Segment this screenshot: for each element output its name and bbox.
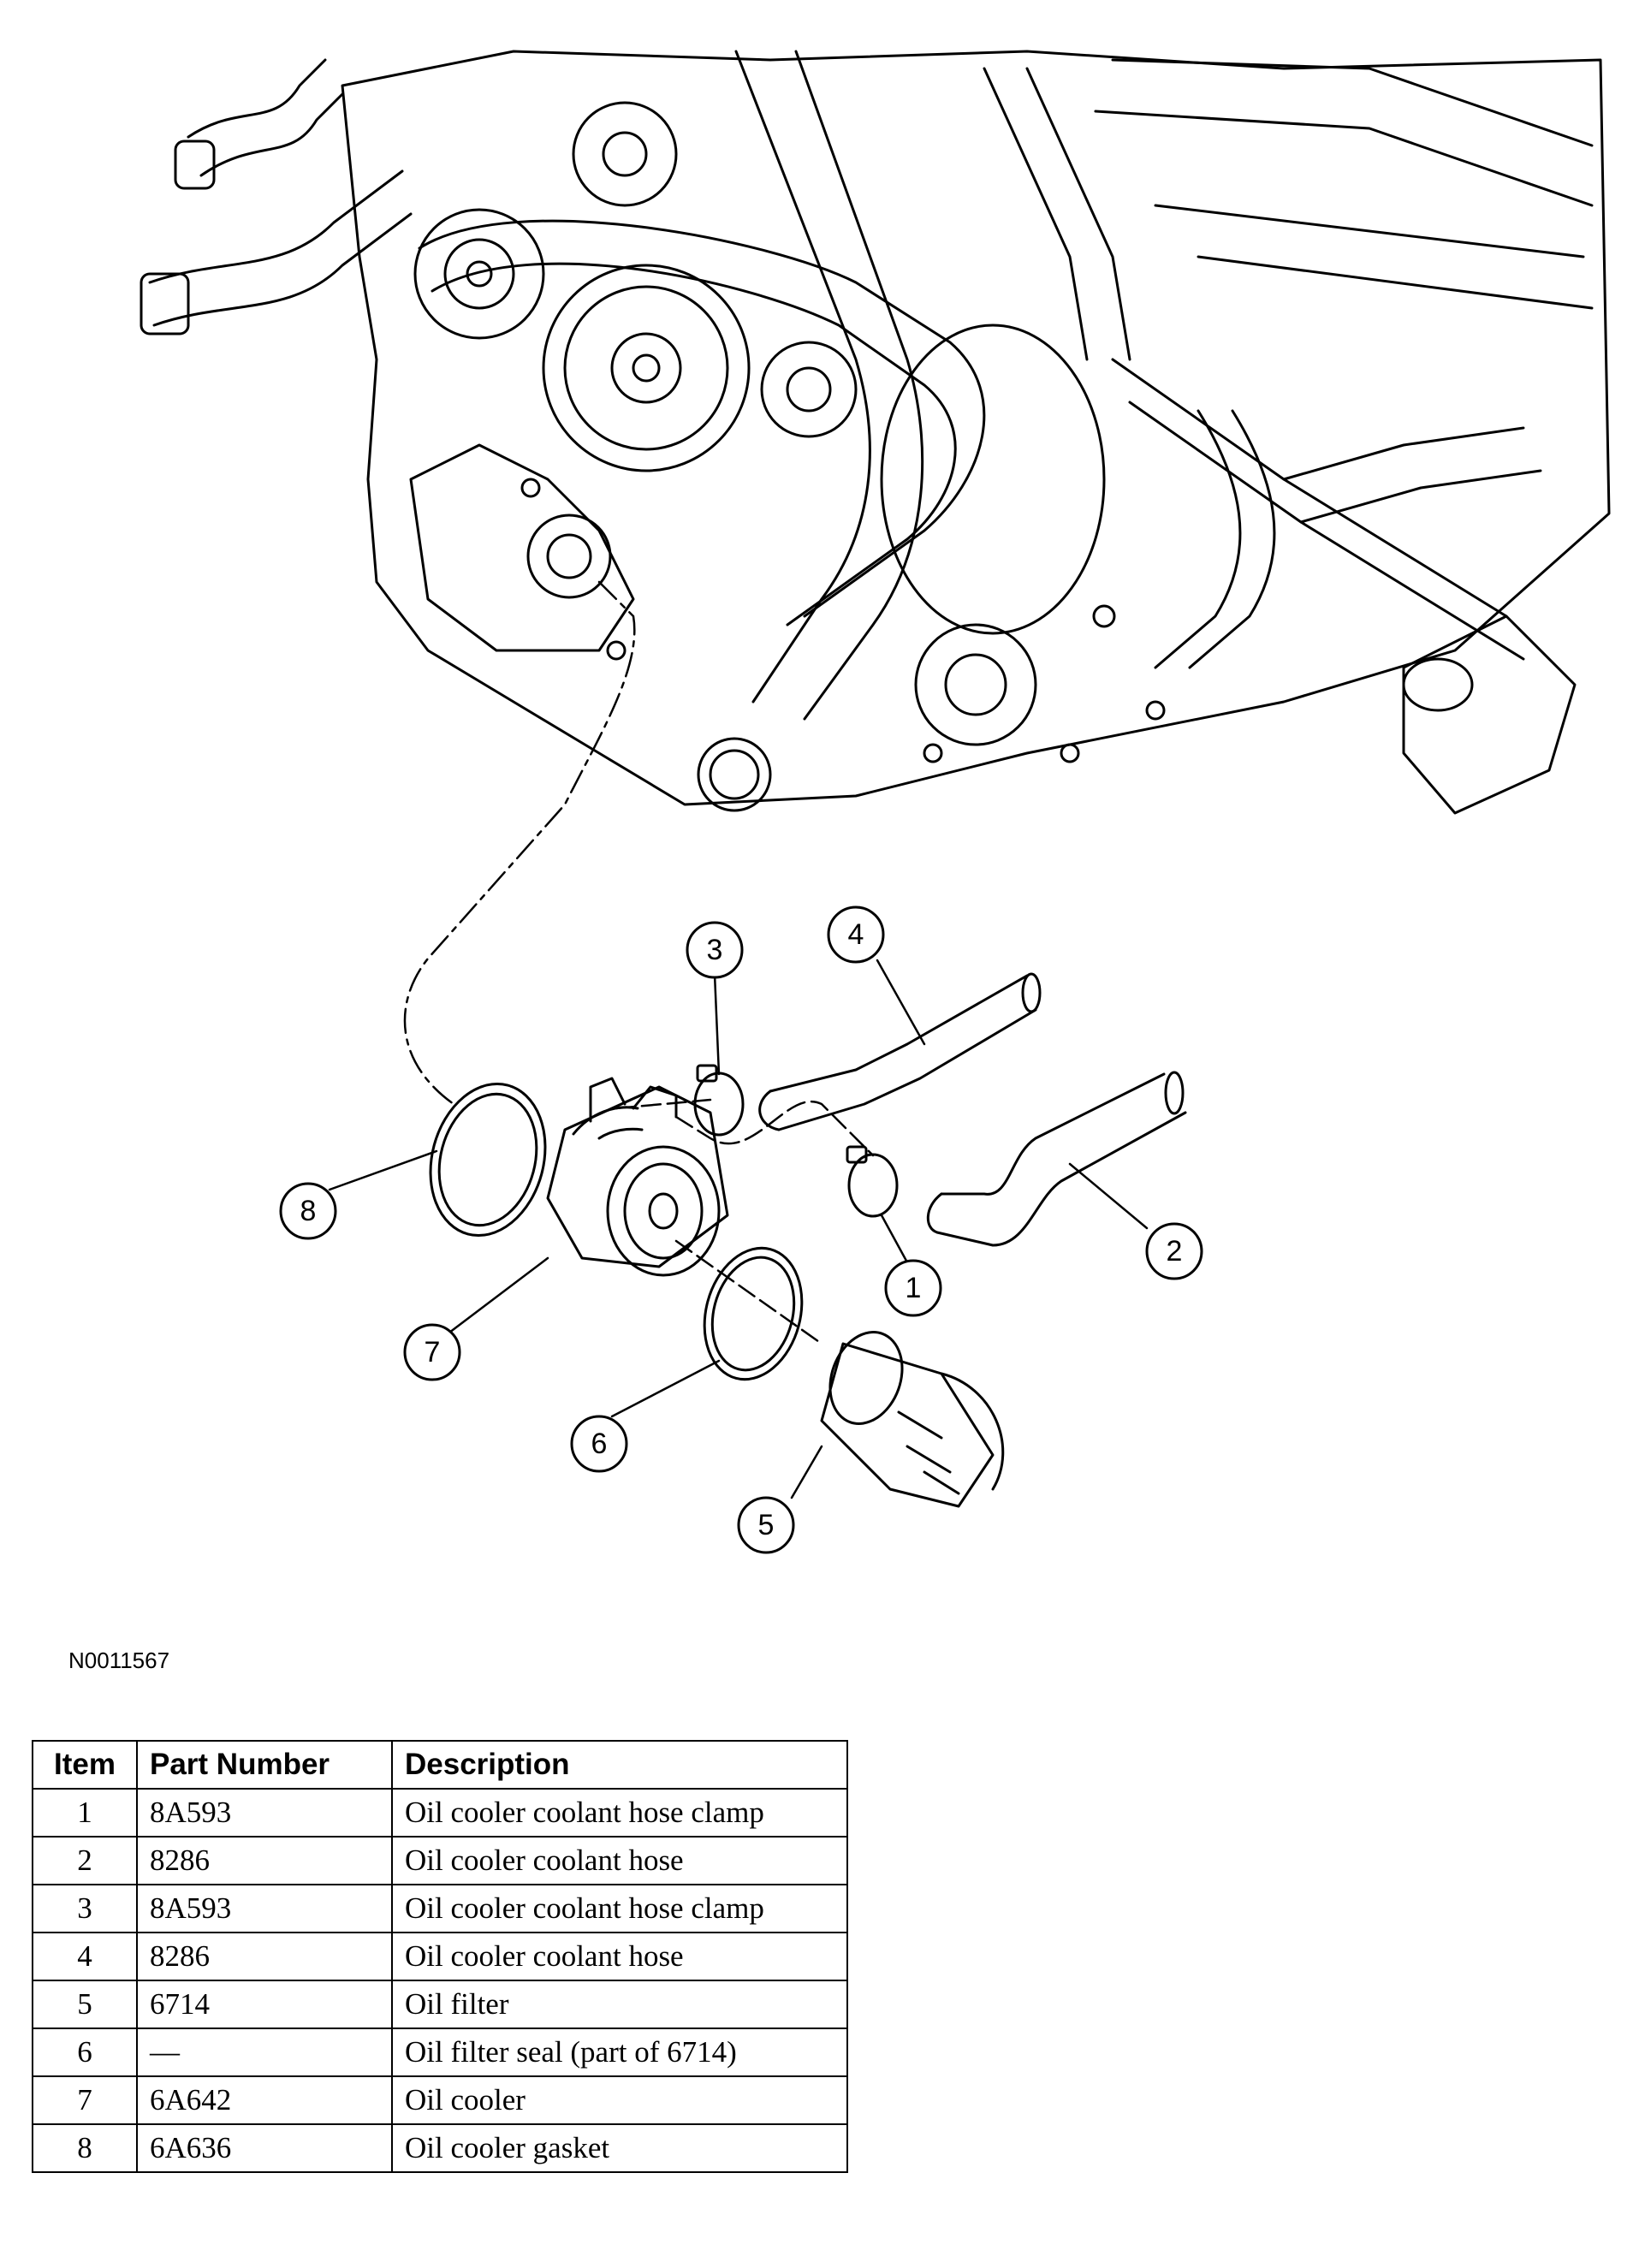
cell-part-number: — [136, 2028, 393, 2077]
hose-clamp-1 [846, 1145, 899, 1218]
cell-item: 6 [32, 2028, 138, 2077]
figure-id: N0011567 [68, 1648, 170, 1673]
assembly-centerline [403, 580, 636, 1106]
cell-part-number: 6A636 [136, 2123, 393, 2173]
callout-5 [737, 1496, 795, 1554]
callout-label-6: 6 [591, 1428, 608, 1460]
cell-part-number: 8286 [136, 1932, 393, 1981]
callout-4 [827, 905, 885, 964]
table-row: 1 8A593 Oil cooler coolant hose clamp [32, 1788, 848, 1838]
table-row: 4 8286 Oil cooler coolant hose [32, 1932, 848, 1981]
oil-filter [820, 1331, 1005, 1508]
cell-part-number: 6A642 [136, 2075, 393, 2125]
header-description: Description [391, 1740, 848, 1790]
callout-7 [403, 1323, 461, 1381]
header-item: Item [32, 1740, 138, 1790]
oil-filter-seal [703, 1246, 804, 1381]
header-part-number: Part Number [136, 1740, 393, 1790]
callout-label-3: 3 [707, 934, 723, 966]
callouts [279, 905, 1203, 1554]
parts-table: Item Part Number Description 1 8A593 Oil… [32, 1740, 848, 2173]
cell-description: Oil cooler coolant hose clamp [391, 1884, 848, 1933]
callout-label-7: 7 [425, 1336, 441, 1369]
cell-part-number: 8A593 [136, 1884, 393, 1933]
oil-cooler [546, 1077, 729, 1277]
exploded-view-diagram: 1 2 3 4 5 6 7 8 [140, 50, 1611, 1554]
cell-item: 1 [32, 1788, 138, 1838]
engine-assembly-illustration [140, 50, 1611, 815]
callout-label-2: 2 [1167, 1235, 1183, 1268]
callout-3 [686, 921, 744, 979]
cell-description: Oil cooler coolant hose clamp [391, 1788, 848, 1838]
table-row: 2 8286 Oil cooler coolant hose [32, 1836, 848, 1885]
cell-part-number: 8A593 [136, 1788, 393, 1838]
callout-2 [1145, 1222, 1203, 1280]
cell-description: Oil cooler [391, 2075, 848, 2125]
leader-lines [328, 959, 1149, 1499]
callout-label-8: 8 [300, 1195, 317, 1227]
table-row: 6 — Oil filter seal (part of 6714) [32, 2028, 848, 2077]
cell-description: Oil cooler coolant hose [391, 1836, 848, 1885]
cell-item: 4 [32, 1932, 138, 1981]
table-row: 5 6714 Oil filter [32, 1980, 848, 2029]
oil-cooler-gasket [429, 1082, 547, 1238]
exploded-parts [403, 580, 1187, 1508]
callout-1 [884, 1259, 942, 1317]
cell-item: 7 [32, 2075, 138, 2125]
cell-item: 8 [32, 2123, 138, 2173]
table-header-row: Item Part Number Description [32, 1740, 848, 1790]
cell-item: 2 [32, 1836, 138, 1885]
cell-description: Oil cooler gasket [391, 2123, 848, 2173]
table-row: 7 6A642 Oil cooler [32, 2075, 848, 2125]
cell-description: Oil cooler coolant hose [391, 1932, 848, 1981]
cell-item: 5 [32, 1980, 138, 2029]
callout-6 [570, 1415, 628, 1473]
cell-item: 3 [32, 1884, 138, 1933]
callout-label-1: 1 [906, 1272, 922, 1304]
cell-description: Oil filter [391, 1980, 848, 2029]
callout-8 [279, 1182, 337, 1240]
coolant-hose-2 [926, 1071, 1187, 1247]
table-row: 8 6A636 Oil cooler gasket [32, 2123, 848, 2173]
table-row: 3 8A593 Oil cooler coolant hose clamp [32, 1884, 848, 1933]
callout-label-4: 4 [848, 918, 864, 951]
callout-label-5: 5 [758, 1509, 775, 1541]
cell-description: Oil filter seal (part of 6714) [391, 2028, 848, 2077]
coolant-hose-4 [758, 972, 1042, 1131]
cell-part-number: 6714 [136, 1980, 393, 2029]
cell-part-number: 8286 [136, 1836, 393, 1885]
